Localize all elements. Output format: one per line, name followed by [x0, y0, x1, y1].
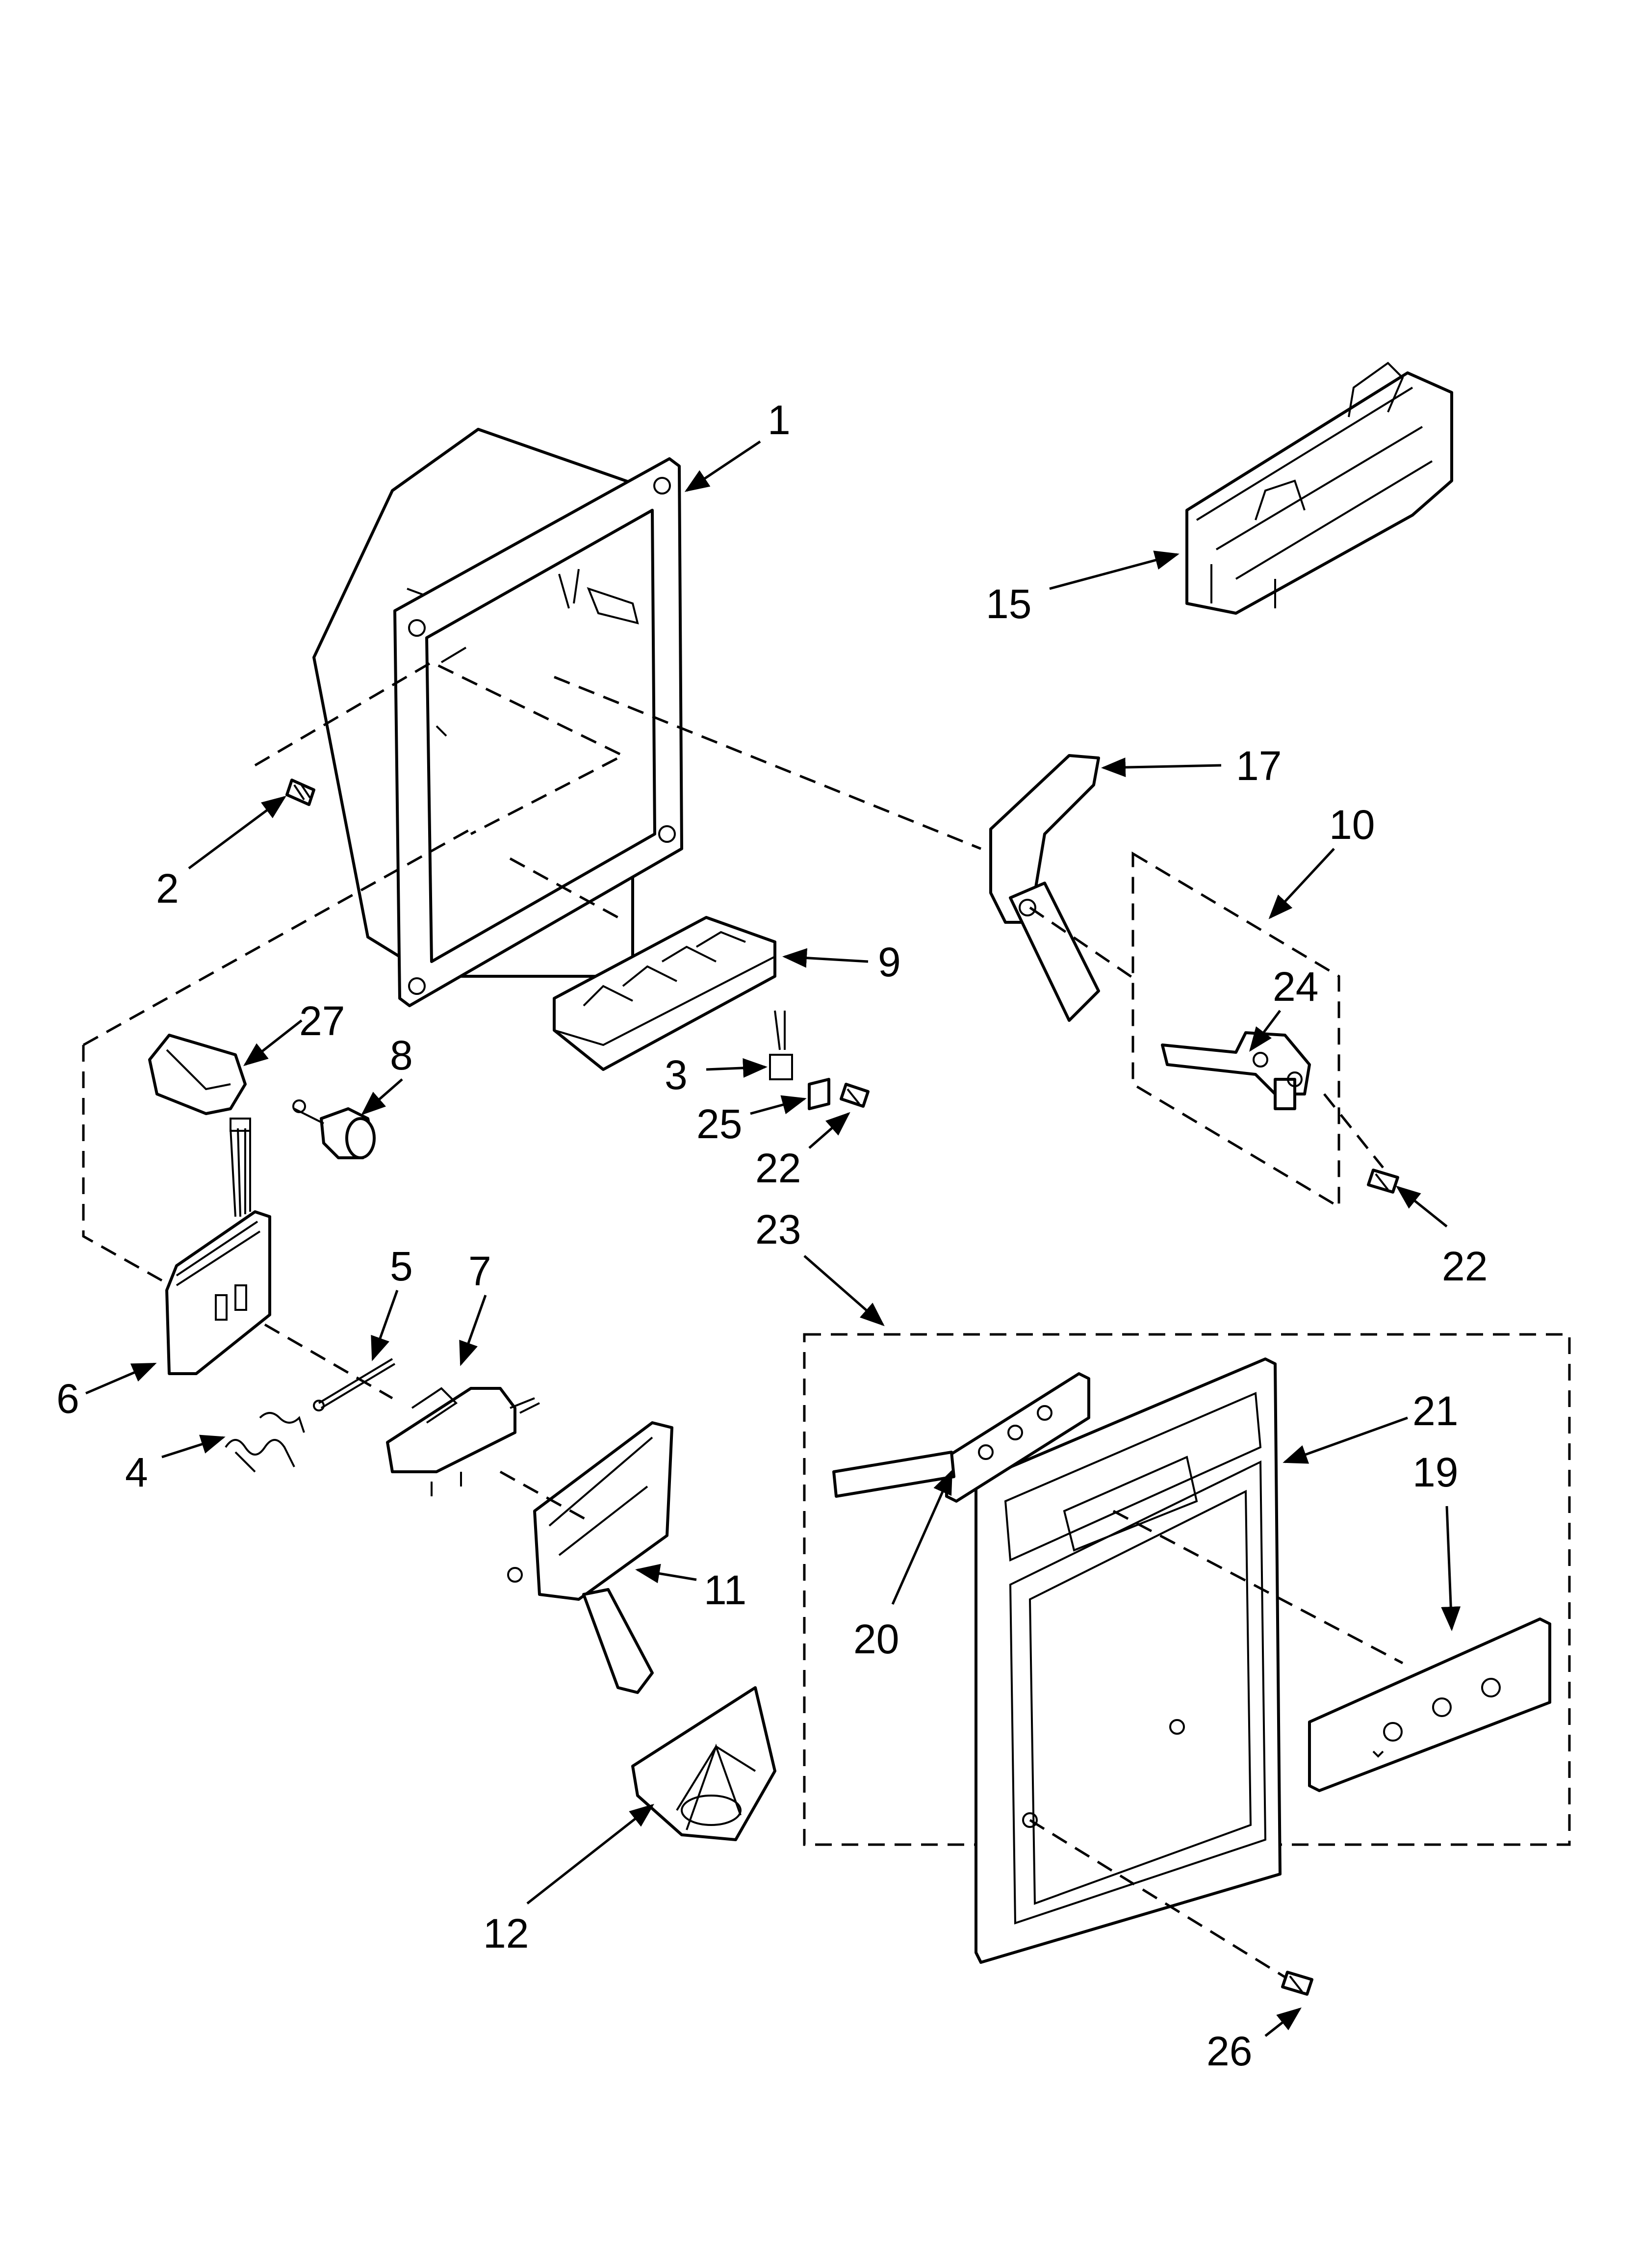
callout-23: 23 — [755, 1206, 801, 1252]
callout-26: 26 — [1206, 2028, 1252, 2074]
lever-part-17 — [989, 754, 1100, 1022]
screw-part-26 — [1281, 1971, 1313, 1996]
callout-2: 2 — [156, 865, 179, 912]
callout-11: 11 — [704, 1567, 746, 1613]
alignment-lines — [82, 661, 1404, 1979]
callout-22-upper: 22 — [755, 1145, 801, 1191]
switch-part-7 — [386, 1387, 540, 1496]
callout-24: 24 — [1273, 964, 1318, 1010]
clip-part-25 — [808, 1078, 830, 1110]
callout-20: 20 — [853, 1616, 899, 1662]
callout-5: 5 — [390, 1243, 413, 1289]
callout-labels: 1 2 15 17 10 9 24 27 8 3 25 22 23 22 5 7… — [56, 397, 1488, 2074]
overlay-part-19 — [1308, 1617, 1551, 1792]
spring-part-3 — [769, 1010, 793, 1080]
leader-lines — [85, 440, 1461, 2037]
callout-7: 7 — [468, 1248, 491, 1294]
actuator-part-24 — [1161, 1031, 1311, 1110]
assembly-boundary-10 — [1131, 851, 1340, 1209]
callout-12: 12 — [483, 1910, 529, 1956]
callout-17: 17 — [1236, 743, 1282, 789]
door-lever-part-11 — [507, 1421, 673, 1694]
callout-25: 25 — [696, 1101, 742, 1147]
control-part-15 — [1185, 362, 1453, 615]
callout-1: 1 — [768, 397, 791, 443]
bezel-part-21 — [975, 1357, 1282, 1964]
callout-15: 15 — [986, 581, 1031, 627]
circuit-board-part-20 — [832, 1372, 1090, 1503]
crusher-part-9 — [553, 916, 776, 1071]
callout-9: 9 — [878, 939, 901, 985]
funnel-part-12 — [631, 1686, 776, 1841]
screw-part-22b — [1367, 1169, 1399, 1194]
callout-27: 27 — [299, 998, 345, 1044]
callout-21: 21 — [1412, 1388, 1458, 1434]
callout-8: 8 — [390, 1032, 413, 1078]
housing-part-1 — [312, 428, 683, 1007]
pin-part-5 — [313, 1358, 396, 1411]
callout-22-right: 22 — [1442, 1243, 1488, 1289]
springs-part-4 — [225, 1412, 305, 1473]
cap-part-27 — [148, 1034, 247, 1115]
callout-10: 10 — [1329, 802, 1375, 848]
screw-part-22a — [840, 1083, 870, 1108]
callout-4: 4 — [125, 1449, 148, 1495]
callout-6: 6 — [56, 1376, 79, 1422]
solenoid-part-8 — [292, 1099, 376, 1159]
module-part-6 — [165, 1118, 271, 1375]
screw-part-2 — [285, 779, 315, 806]
callout-19: 19 — [1412, 1449, 1458, 1495]
callout-3: 3 — [665, 1052, 688, 1098]
